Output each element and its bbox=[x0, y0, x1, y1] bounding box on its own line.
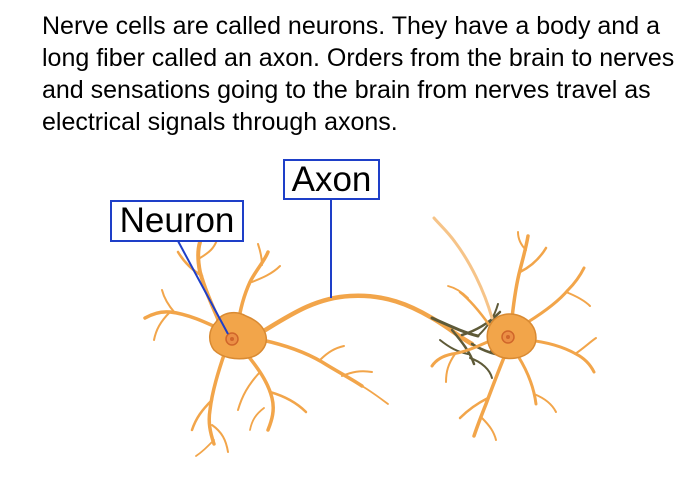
description-text: Nerve cells are called neurons. They hav… bbox=[42, 12, 675, 136]
neuron-pointer-line bbox=[177, 240, 229, 335]
axon-fiber bbox=[259, 293, 475, 347]
right-neuron bbox=[430, 216, 597, 441]
neuron-label: Neuron bbox=[110, 200, 244, 242]
left-neuron-dendrites bbox=[143, 239, 389, 457]
right-neuron-dendrites bbox=[430, 216, 597, 441]
axon-label: Axon bbox=[283, 159, 380, 200]
left-cell-body bbox=[209, 311, 268, 360]
left-neuron bbox=[143, 239, 475, 457]
